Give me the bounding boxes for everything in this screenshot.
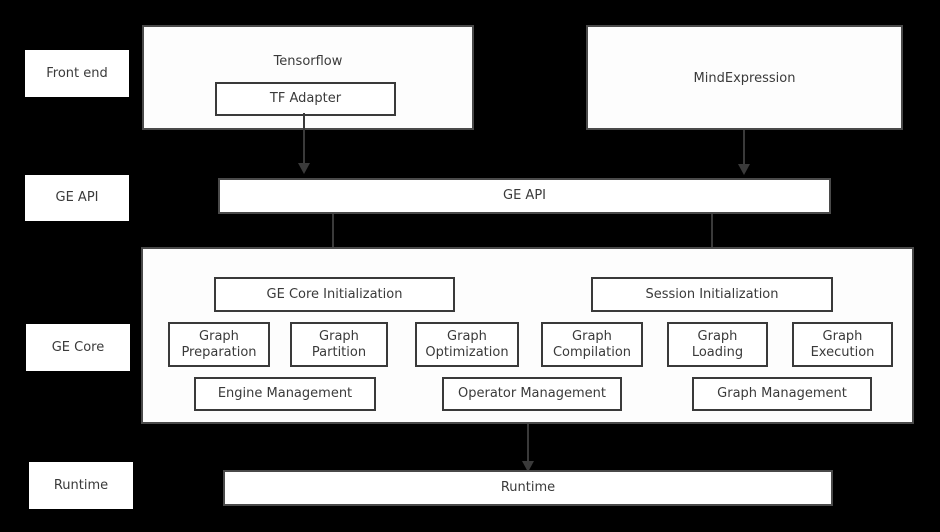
connector-ge-api-to-session-initialization: [711, 214, 713, 265]
runtime-bar[interactable]: Runtime: [223, 470, 833, 506]
ge-core-initialization-box[interactable]: GE Core Initialization: [214, 277, 455, 312]
graph-compilation-box[interactable]: Graph Compilation: [541, 322, 643, 367]
arrowhead-ge-core-to-runtime: [522, 461, 534, 472]
arrowhead-tf-adapter-to-ge-api: [298, 163, 310, 174]
operator-management-box[interactable]: Operator Management: [442, 377, 622, 411]
arrowhead-mindexpression-to-ge-api: [738, 164, 750, 175]
layer-label-ge-core: GE Core: [26, 324, 130, 371]
graph-management-box[interactable]: Graph Management: [692, 377, 872, 411]
connector-ge-api-to-ge-core-initialization: [332, 214, 334, 265]
connector-tf-adapter-to-ge-api: [303, 113, 305, 164]
graph-preparation-box[interactable]: Graph Preparation: [168, 322, 270, 367]
graph-execution-box[interactable]: Graph Execution: [792, 322, 893, 367]
graph-optimization-box[interactable]: Graph Optimization: [415, 322, 519, 367]
layer-label-runtime: Runtime: [29, 462, 133, 509]
layer-label-front-end: Front end: [25, 50, 129, 97]
mindexpression-panel: MindExpression: [586, 25, 903, 130]
ge-core-panel: GE Core Initialization Session Initializ…: [141, 247, 914, 424]
tf-adapter-box[interactable]: TF Adapter: [215, 82, 396, 116]
graph-loading-box[interactable]: Graph Loading: [667, 322, 768, 367]
layer-label-ge-api: GE API: [25, 175, 129, 221]
mindexpression-panel-title: MindExpression: [693, 71, 796, 86]
connector-mindexpression-to-ge-api: [743, 130, 745, 165]
tensorflow-panel: Tensorflow TF Adapter: [142, 25, 474, 130]
graph-partition-box[interactable]: Graph Partition: [290, 322, 388, 367]
connector-ge-core-to-runtime: [527, 424, 529, 462]
session-initialization-box[interactable]: Session Initialization: [591, 277, 833, 312]
ge-api-bar[interactable]: GE API: [218, 178, 831, 214]
engine-management-box[interactable]: Engine Management: [194, 377, 376, 411]
tensorflow-panel-title: Tensorflow: [273, 54, 343, 69]
